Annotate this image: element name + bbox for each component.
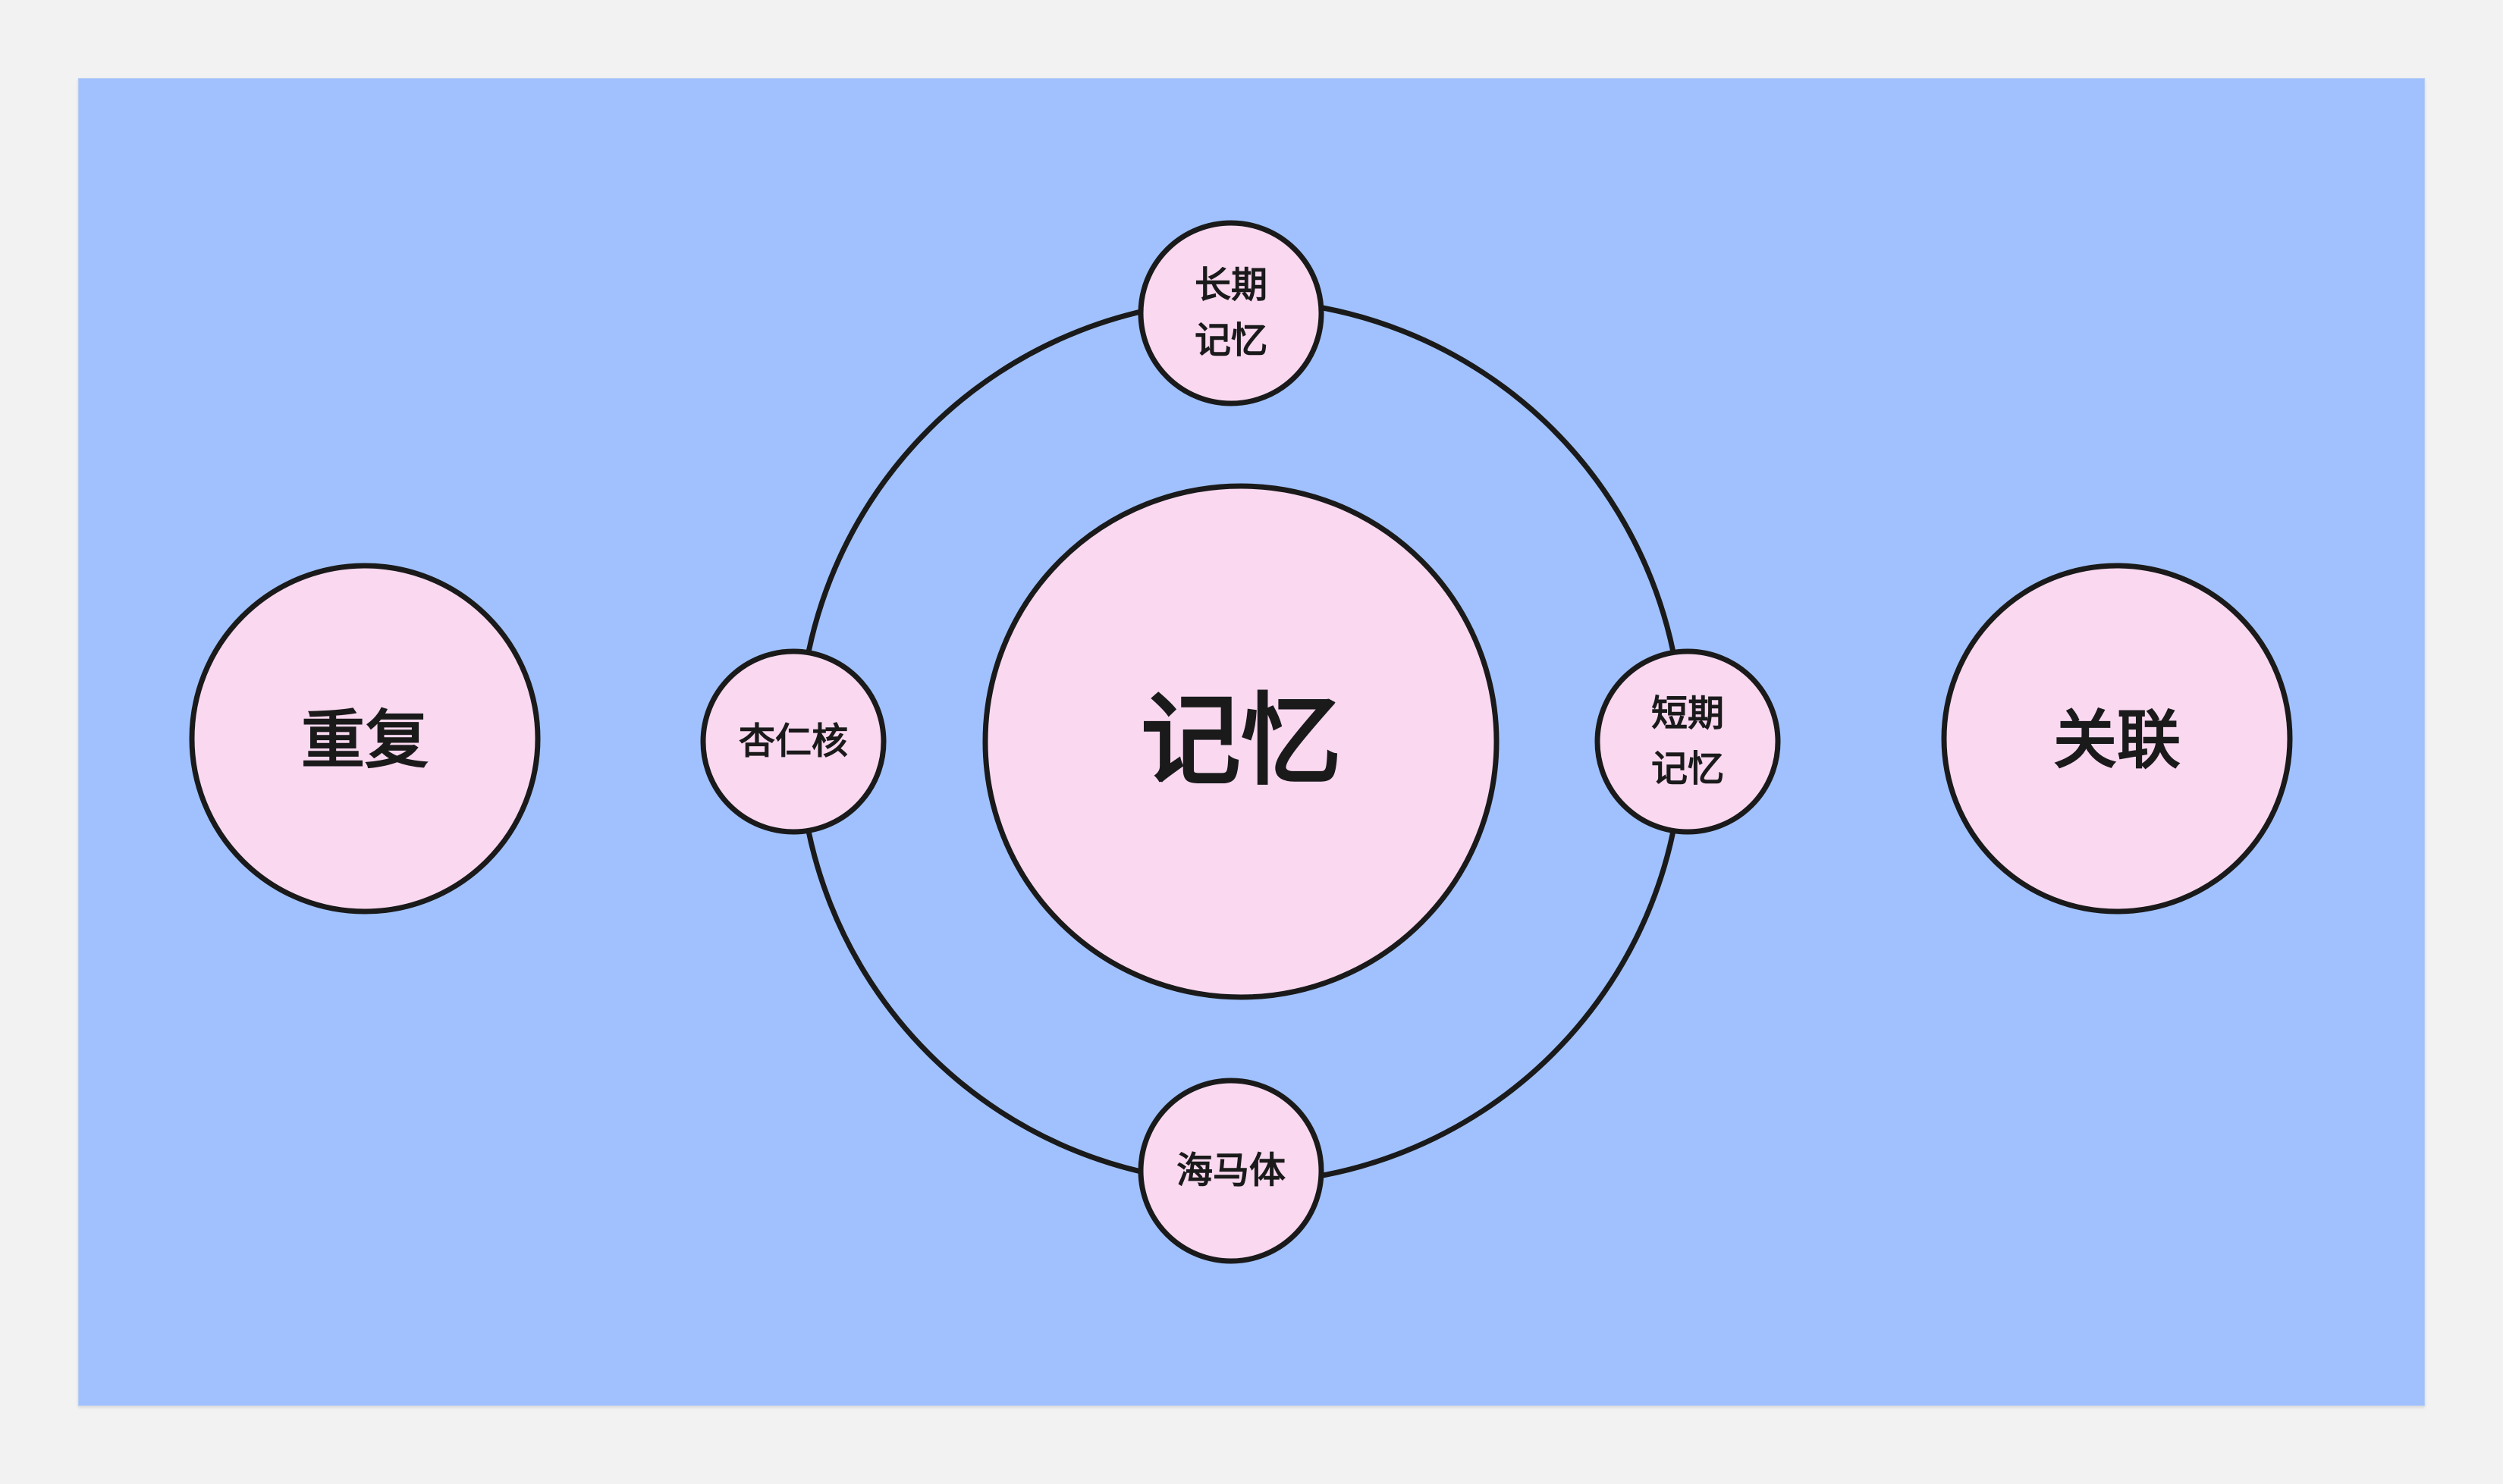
side-node-left-circle [189,563,541,915]
orbit-node-left-label: 杏仁核 [738,720,849,763]
orbit-node-right-circle [1594,648,1781,835]
orbit-node-left-circle [700,648,887,835]
orbit-node-top-label: 长期 记忆 [1194,264,1268,362]
orbit-node-right-label: 短期 记忆 [1650,692,1725,790]
center-node-circle [982,483,1500,1000]
orbit-node-bottom-circle [1138,1078,1324,1264]
orbit-node-top-circle [1138,220,1324,406]
center-node-label: 记忆 [1141,682,1341,800]
orbit-node-bottom-label: 海马体 [1176,1149,1286,1192]
side-node-left-label: 重复 [300,702,429,777]
side-node-right-label: 关联 [2052,702,2181,777]
side-node-right-circle [1941,563,2293,915]
